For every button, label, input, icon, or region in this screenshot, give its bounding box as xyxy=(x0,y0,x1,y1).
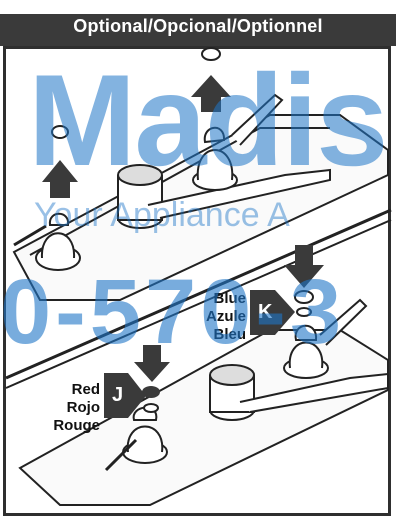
red-washer xyxy=(143,403,159,413)
top-arrows xyxy=(42,75,231,198)
watermark-phone: 0-570-3 xyxy=(0,261,346,363)
top-cap-right xyxy=(201,47,221,61)
blue-label-es: Azule xyxy=(205,308,246,325)
watermark-brand: Madis xyxy=(28,47,388,193)
top-faucet xyxy=(12,93,389,301)
red-label-en: Red xyxy=(71,381,100,398)
bottom-arrows xyxy=(134,245,324,382)
tag-j-letter: J xyxy=(112,384,124,406)
red-label-fr: Rouge xyxy=(53,417,100,434)
tag-k-shape xyxy=(250,290,295,335)
illustration-frame xyxy=(3,46,391,516)
red-label-es: Rojo xyxy=(66,399,100,416)
blue-label-fr: Bleu xyxy=(213,326,246,343)
tag-k-letter: K xyxy=(258,301,273,323)
panel-divider xyxy=(5,208,392,380)
tag-j-shape xyxy=(104,373,146,418)
blue-cap xyxy=(294,290,314,304)
blue-label-en: Blue xyxy=(213,290,246,307)
bottom-faucet xyxy=(18,298,389,506)
watermark-tagline: Your Appliance A xyxy=(34,196,290,234)
header-bar xyxy=(0,14,396,46)
blue-washer xyxy=(296,307,312,317)
red-cap xyxy=(142,386,160,398)
top-cap-left xyxy=(51,125,69,139)
header-title: Optional/Opcional/Optionnel xyxy=(73,16,323,36)
